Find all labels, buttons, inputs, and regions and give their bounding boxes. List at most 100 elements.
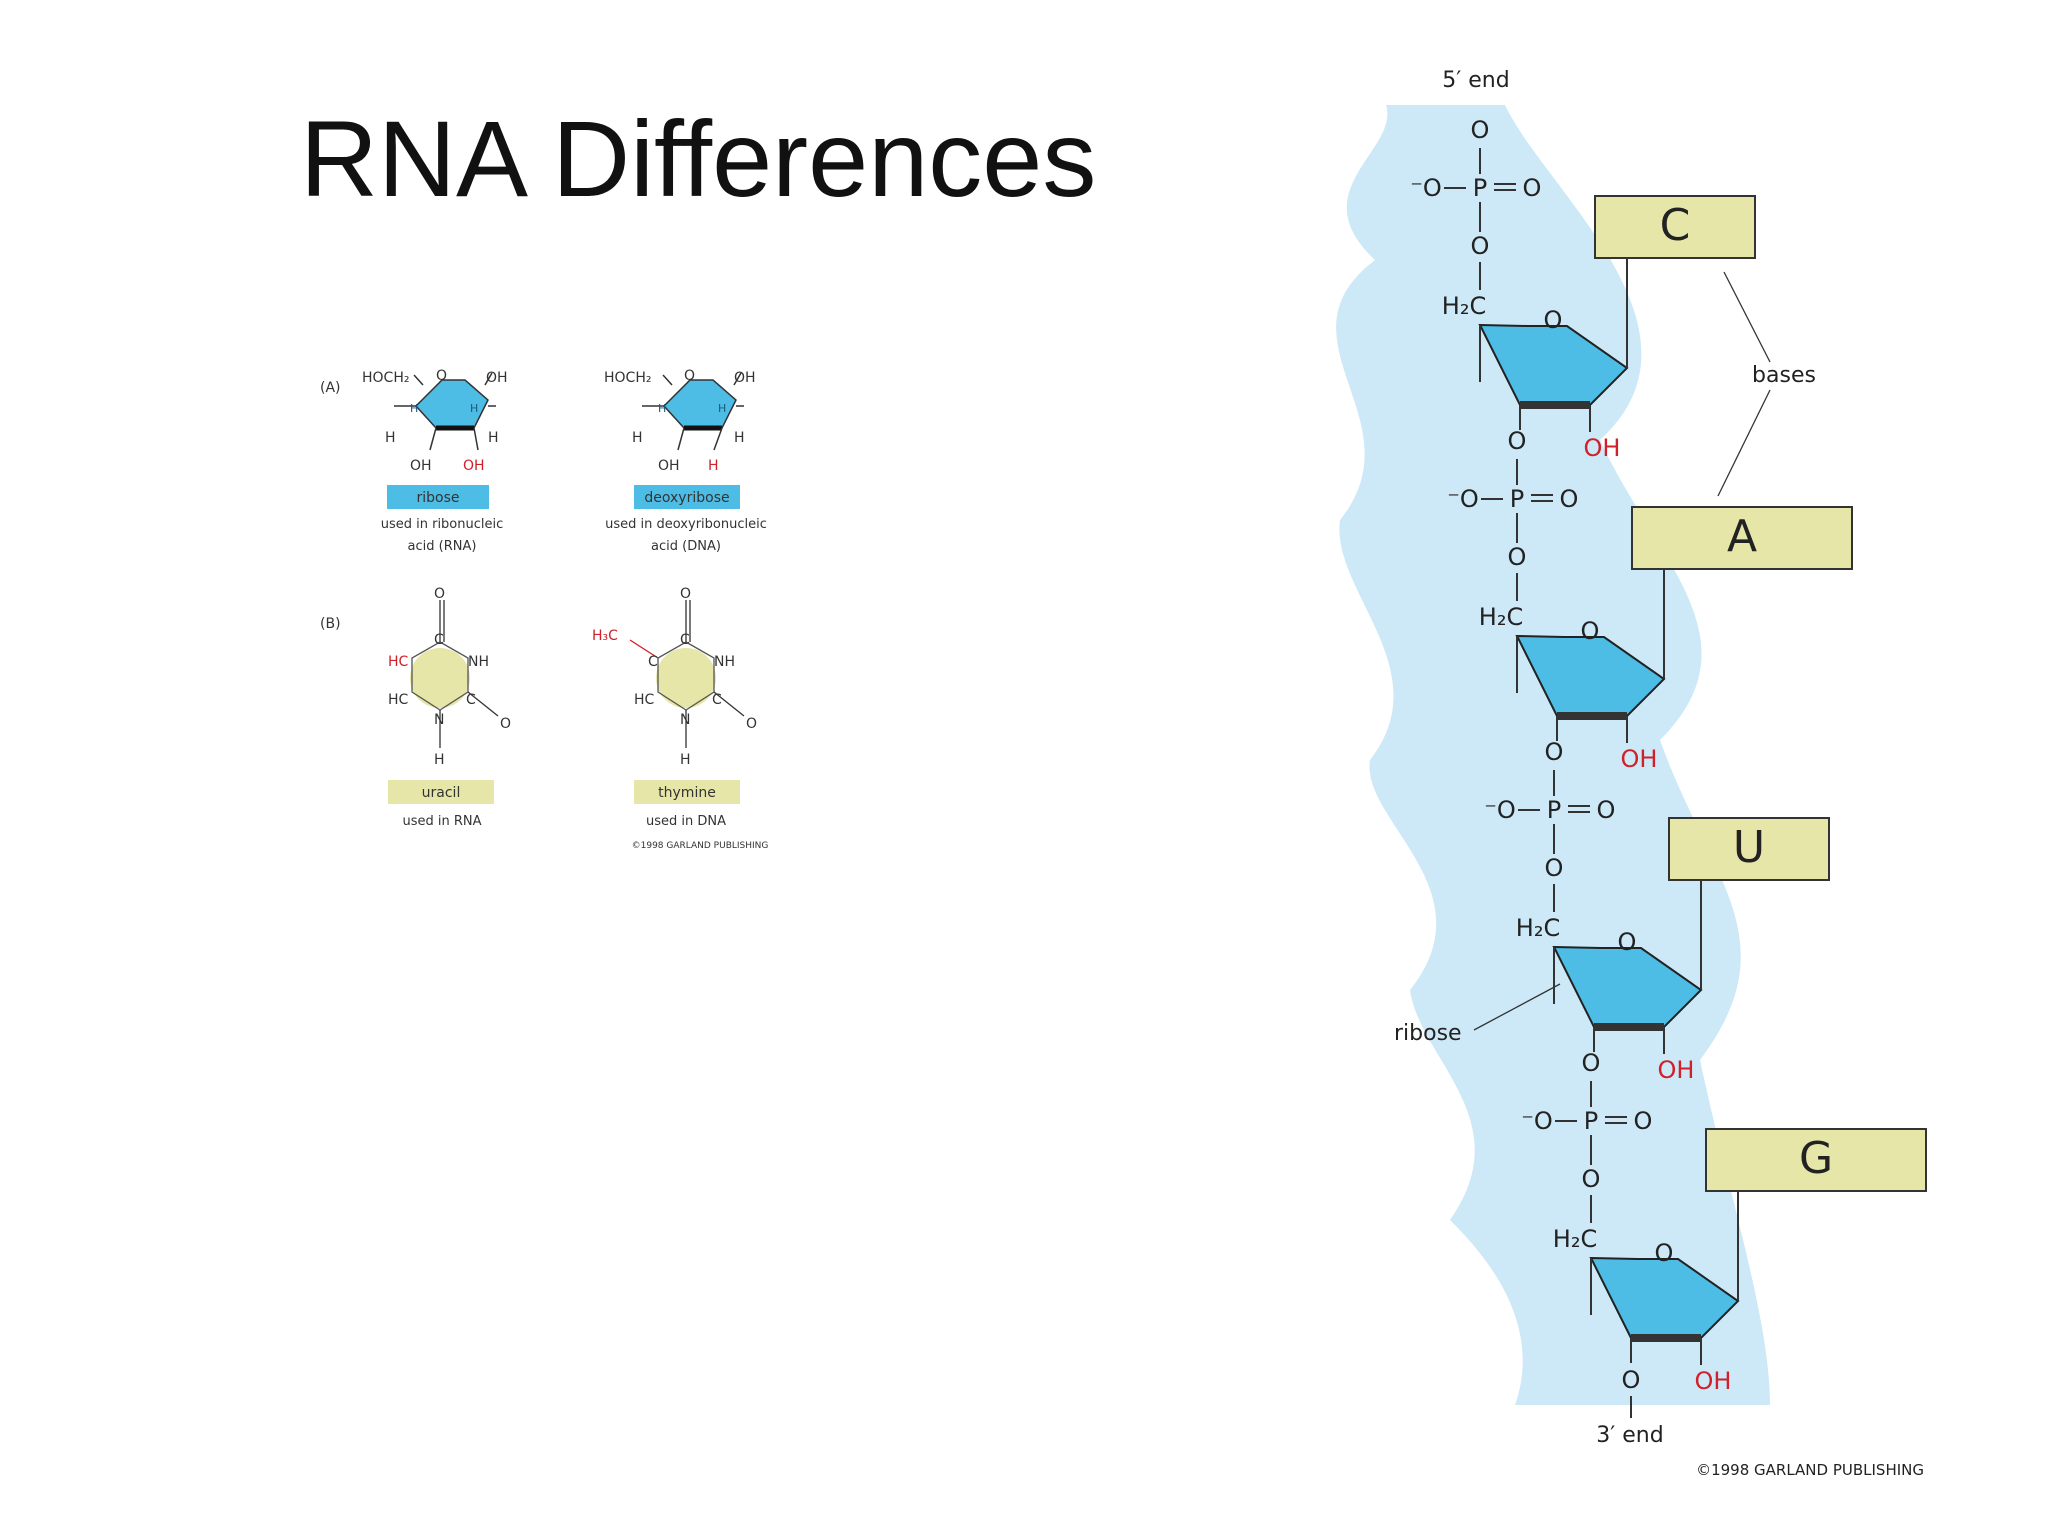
uracil-caption: used in RNA [402, 814, 481, 829]
phosphate-o-double: O [1523, 174, 1542, 202]
ribose-2prime-oh: OH [1658, 1056, 1695, 1084]
base-box [1594, 195, 1756, 259]
uracil-h-bottom: H [434, 752, 445, 768]
slide-title: RNA Differences [300, 98, 1097, 219]
thymine-nh: NH [714, 654, 735, 670]
bases-label: bases [1752, 363, 1816, 388]
phosphate-o-top: O [1582, 1049, 1601, 1077]
rna-strand-diagram: 5′ end 3′ end bases ribose ©1998 GARLAND… [1336, 68, 1927, 1479]
thymine-top-o: O [680, 586, 691, 602]
phosphate-o-top: O [1545, 738, 1564, 766]
phosphate-o-minus: ⁻O [1484, 796, 1516, 824]
h2c-label: H₂C [1479, 603, 1523, 631]
left-figure-copyright: ©1998 GARLAND PUBLISHING [632, 841, 769, 851]
thymine-methyl: H₃C [592, 628, 618, 644]
thymine-ring [656, 648, 716, 708]
thymine-structure: H₃C O C NH C HC C O N H thymine used in … [592, 586, 768, 851]
panel-b-label: (B) [320, 616, 341, 632]
thymine-h-bottom: H [680, 752, 691, 768]
ribose-ring-h-left: H [410, 402, 418, 415]
deoxyribose-caption-1: used in deoxyribonucleic [605, 517, 767, 532]
uracil-name-box [388, 780, 494, 804]
phosphate-o-bottom: O [1508, 543, 1527, 571]
thymine-name-box [634, 780, 740, 804]
deoxyribose-h-right: H [734, 430, 745, 446]
phosphate-p: P [1473, 174, 1487, 202]
phosphate-o-bottom: O [1582, 1165, 1601, 1193]
ribose-2prime-oh: OH [463, 458, 485, 474]
ribose-2prime-oh: OH [1695, 1367, 1732, 1395]
thymine-c-left: C [648, 654, 658, 670]
ribose-structure: HOCH₂ O OH H H H H OH OH ribose used in … [362, 368, 508, 554]
thymine-n-bottom: N [680, 712, 690, 728]
phosphate-o-double: O [1597, 796, 1616, 824]
ribose-hoch2: HOCH₂ [362, 370, 409, 386]
ribose-ring-o: O [1581, 617, 1600, 645]
thymine-hc-bottom: HC [634, 692, 655, 708]
deoxyribose-name: deoxyribose [644, 490, 729, 506]
phosphate-o-bottom: O [1471, 232, 1490, 260]
ribose-ring-h-right: H [470, 402, 478, 415]
uracil-ring [410, 648, 470, 708]
phosphate-o-bottom: O [1545, 854, 1564, 882]
deoxyribose-name-box [634, 485, 740, 509]
ribose-label: ribose [1394, 1021, 1462, 1046]
base-box [1631, 506, 1853, 570]
three-prime-o: O [1622, 1366, 1641, 1394]
deoxyribose-structure: HOCH₂ O OH H H H H OH H deoxyribose used… [604, 368, 767, 554]
panel-a-label: (A) [320, 380, 341, 396]
deoxyribose-hoch2: HOCH₂ [604, 370, 651, 386]
phosphate-o-top: O [1508, 427, 1527, 455]
sugar-phosphate-backbone-band [1336, 105, 1770, 1405]
ribose-ring-o: O [1655, 1239, 1674, 1267]
five-prime-end-label: 5′ end [1442, 68, 1509, 93]
phosphate-p: P [1510, 485, 1524, 513]
thymine-caption: used in DNA [646, 814, 726, 829]
uracil-c-top: C [434, 632, 444, 648]
deoxyribose-h-left: H [632, 430, 643, 446]
deoxyribose-caption-2: acid (DNA) [651, 539, 721, 554]
uracil-hc-bottom: HC [388, 692, 409, 708]
uracil-o-right: O [500, 716, 511, 732]
phosphate-p: P [1547, 796, 1561, 824]
h2c-label: H₂C [1442, 292, 1486, 320]
base-box [1705, 1128, 1927, 1192]
deoxyribose-ring-o: O [684, 368, 695, 384]
base-letter: A [1727, 511, 1757, 562]
phosphate-o-double: O [1634, 1107, 1653, 1135]
uracil-nh: NH [468, 654, 489, 670]
thymine-name: thymine [658, 785, 716, 801]
ribose-ring-o: O [436, 368, 447, 384]
ribose-caption-1: used in ribonucleic [381, 517, 504, 532]
deoxyribose-2prime-h: H [708, 458, 719, 474]
ribose-bottom-oh: OH [410, 458, 432, 474]
phosphate-o-minus: ⁻O [1521, 1107, 1553, 1135]
base-letter: C [1660, 200, 1691, 251]
ribose-h-left: H [385, 430, 396, 446]
ribose-top-oh: OH [486, 370, 508, 386]
ribose-2prime-oh: OH [1584, 434, 1621, 462]
ribose-ring-o: O [1618, 928, 1637, 956]
ribose-caption-2: acid (RNA) [408, 539, 477, 554]
thymine-o-right: O [746, 716, 757, 732]
phosphate-o-double: O [1560, 485, 1579, 513]
uracil-structure: O C NH HC HC C O N H uracil used in RNA [388, 586, 511, 829]
uracil-hc-top: HC [388, 654, 409, 670]
three-prime-end-label: 3′ end [1596, 1423, 1663, 1448]
uracil-n-bottom: N [434, 712, 444, 728]
sugar-base-comparison-figure: (A) (B) HOCH₂ O OH H H H H OH OH ribose … [320, 368, 768, 851]
thymine-c-top: C [680, 632, 690, 648]
base-letter: G [1799, 1133, 1833, 1184]
uracil-c-right: C [466, 692, 476, 708]
uracil-name: uracil [422, 785, 461, 801]
deoxyribose-top-oh: OH [734, 370, 756, 386]
thymine-c-right: C [712, 692, 722, 708]
h2c-label: H₂C [1553, 1225, 1597, 1253]
phosphate-o-minus: ⁻O [1447, 485, 1479, 513]
right-figure-copyright: ©1998 GARLAND PUBLISHING [1696, 1461, 1924, 1479]
